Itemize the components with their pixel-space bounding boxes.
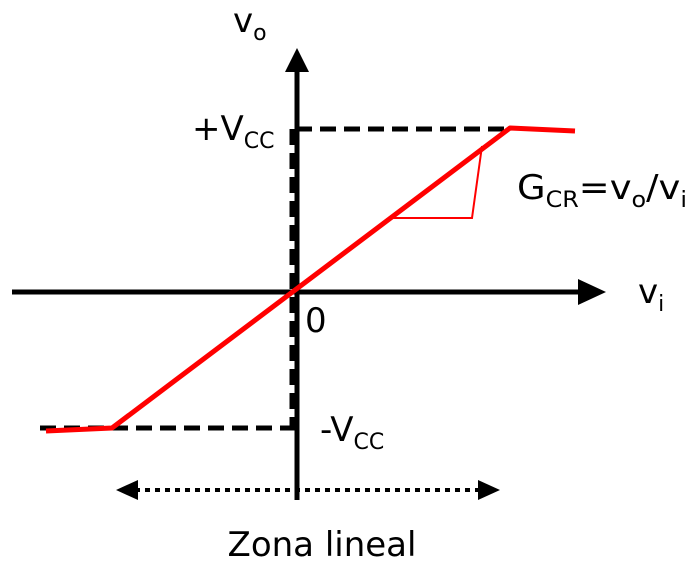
gain-label-sub-o: o: [632, 188, 647, 213]
lower-level-label: -VCC: [320, 410, 384, 455]
gain-label-mid: =v: [579, 168, 632, 208]
upper-level-label-main: +V: [192, 109, 244, 149]
horizontal-axis-arrowhead: [578, 279, 606, 305]
gain-label-main: G: [517, 168, 546, 208]
vertical-axis-label: vo: [233, 1, 267, 46]
gain-label-slash: /v: [646, 168, 680, 208]
gain-label-sub-i: i: [680, 188, 687, 213]
upper-level-label: +VCC: [192, 109, 274, 154]
vertical-axis-arrowhead: [285, 48, 309, 72]
lower-level-label-sub: CC: [354, 430, 385, 455]
lower-level-label-main: -V: [320, 410, 354, 450]
gain-label-sub-cr: CR: [546, 188, 579, 213]
horizontal-axis-label: vi: [638, 272, 664, 317]
upper-level-label-sub: CC: [244, 129, 275, 154]
slope-triangle: [390, 145, 483, 219]
linear-zone-arrowhead-left: [116, 480, 138, 500]
linear-zone-arrowhead-right: [478, 480, 500, 500]
vertical-axis-label-sub: o: [253, 21, 266, 46]
linear-zone-label: Zona lineal: [228, 525, 417, 565]
transfer-curve: [45, 125, 576, 434]
origin-label: 0: [305, 301, 327, 341]
horizontal-axis-label-sub: i: [658, 292, 664, 317]
horizontal-axis-label-main: v: [638, 272, 658, 312]
vertical-axis-label-main: v: [233, 1, 253, 41]
